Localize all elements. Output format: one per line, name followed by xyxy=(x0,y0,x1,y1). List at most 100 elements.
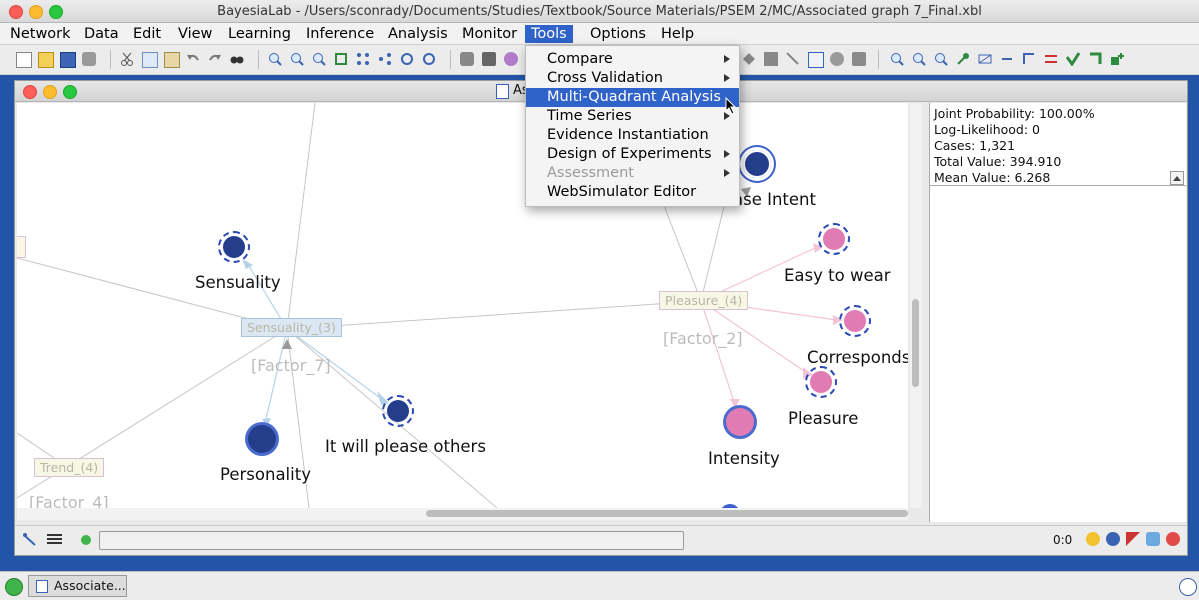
vertical-scroll-thumb[interactable] xyxy=(912,299,919,387)
graph-horizontal-scrollbar[interactable] xyxy=(17,508,908,520)
menu-item-websimulator-editor[interactable]: WebSimulator Editor xyxy=(526,183,739,202)
node-it-will-please-others[interactable] xyxy=(382,395,414,427)
fit-to-window-icon[interactable] xyxy=(334,52,348,66)
menu-learning[interactable]: Learning xyxy=(228,26,291,42)
zoom-graph-window-button[interactable] xyxy=(63,85,77,99)
node-purchase-intent[interactable] xyxy=(740,147,774,181)
hide-icon[interactable] xyxy=(978,52,992,66)
menu-edit[interactable]: Edit xyxy=(133,26,162,42)
redo-icon[interactable] xyxy=(208,52,222,66)
menu-item-design-of-experiments[interactable]: Design of Experiments xyxy=(526,145,739,164)
info-icon[interactable] xyxy=(1179,578,1197,596)
info-panel: Joint Probability: 100.00% Log-Likelihoo… xyxy=(929,103,1186,522)
zoom-fit-icon[interactable] xyxy=(934,52,948,66)
menu-item-label: Design of Experiments xyxy=(547,146,712,162)
zoom-in-2-icon[interactable] xyxy=(890,52,904,66)
copy-icon[interactable] xyxy=(142,52,158,68)
diamond-node-icon[interactable] xyxy=(742,52,756,66)
cut-icon[interactable] xyxy=(120,52,134,66)
print-icon[interactable] xyxy=(82,52,96,66)
close-window-button[interactable] xyxy=(9,5,23,19)
menu-item-compare[interactable]: Compare xyxy=(526,50,739,69)
warning-icon[interactable] xyxy=(1086,532,1100,546)
menu-data[interactable]: Data xyxy=(84,26,119,42)
menu-help[interactable]: Help xyxy=(661,26,695,42)
node-personality[interactable] xyxy=(245,422,279,456)
status-ok-icon[interactable] xyxy=(5,578,23,596)
window-title-bar: BayesiaLab - /Users/sconrady/Documents/S… xyxy=(0,0,1199,23)
stop-icon[interactable] xyxy=(830,52,844,66)
node-sensuality[interactable] xyxy=(218,231,250,263)
arc-icon[interactable] xyxy=(786,52,800,66)
tools-icon[interactable] xyxy=(1126,532,1140,546)
node-pleasure[interactable] xyxy=(805,366,837,398)
distribute-icon[interactable] xyxy=(378,52,392,66)
swap-arrows-icon[interactable] xyxy=(1044,52,1058,66)
collapse-panel-button[interactable] xyxy=(1170,171,1184,185)
dock-item-associated-graph[interactable]: Associate... xyxy=(28,575,127,597)
network-icon[interactable] xyxy=(1106,532,1120,546)
rotate-right-icon[interactable] xyxy=(422,52,436,66)
graph-vertical-scrollbar[interactable] xyxy=(910,103,922,508)
corner-icon[interactable] xyxy=(1088,52,1102,66)
save-icon[interactable] xyxy=(60,52,76,68)
square-node-icon[interactable] xyxy=(764,52,778,66)
zoom-window-button[interactable] xyxy=(49,5,63,19)
factor-box-offscreen[interactable] xyxy=(17,236,26,258)
node-icon[interactable] xyxy=(504,52,518,66)
horizontal-scroll-thumb[interactable] xyxy=(426,510,908,517)
menu-item-multi-quadrant-analysis[interactable]: Multi-Quadrant Analysis xyxy=(526,88,739,107)
zoom-out-2-icon[interactable] xyxy=(912,52,926,66)
close-graph-window-button[interactable] xyxy=(23,85,37,99)
connect-icon[interactable] xyxy=(1022,52,1036,66)
list-mode-icon[interactable] xyxy=(46,532,64,551)
delete-icon[interactable] xyxy=(852,52,866,66)
node-label-pleasure: Pleasure xyxy=(788,409,859,428)
menu-view[interactable]: View xyxy=(178,26,213,42)
factor-box-sensuality[interactable]: Sensuality_(3) xyxy=(241,318,342,337)
check-icon[interactable] xyxy=(1065,52,1081,67)
graph-canvas[interactable]: Sensuality_(3) [Factor_7] Pleasure_(4) [… xyxy=(17,103,908,508)
menu-tools[interactable]: Tools xyxy=(525,25,573,43)
database-icon[interactable] xyxy=(1146,532,1160,546)
add-node-icon[interactable] xyxy=(1110,52,1124,66)
node-label-corresponds: Corresponds xyxy=(807,348,908,367)
node-corresponds[interactable] xyxy=(839,305,871,337)
node-intensity[interactable] xyxy=(723,405,757,439)
node-easy-to-wear[interactable] xyxy=(818,223,850,255)
factor-box-pleasure[interactable]: Pleasure_(4) xyxy=(659,291,749,310)
terminal-icon[interactable] xyxy=(482,52,496,66)
minimize-window-button[interactable] xyxy=(29,5,43,19)
pin-icon[interactable] xyxy=(956,52,970,66)
menu-item-cross-validation[interactable]: Cross Validation xyxy=(526,69,739,88)
note-icon[interactable] xyxy=(808,52,824,68)
paste-icon[interactable] xyxy=(164,52,180,68)
submenu-arrow-icon xyxy=(724,74,730,82)
menu-item-label: Evidence Instantiation xyxy=(547,127,709,143)
menu-item-label: Multi-Quadrant Analysis xyxy=(547,89,721,105)
menu-monitor[interactable]: Monitor xyxy=(462,26,518,42)
layout-icon[interactable] xyxy=(356,52,370,66)
undo-icon[interactable] xyxy=(186,52,200,66)
menu-inference[interactable]: Inference xyxy=(306,26,375,42)
zoom-default-icon[interactable] xyxy=(312,52,326,66)
find-icon[interactable] xyxy=(230,52,244,66)
menu-item-time-series[interactable]: Time Series xyxy=(526,107,739,126)
link-icon[interactable] xyxy=(1000,52,1014,66)
rotate-left-icon[interactable] xyxy=(400,52,414,66)
disabled-icon[interactable] xyxy=(1166,532,1180,546)
arc-mode-icon[interactable] xyxy=(22,532,38,551)
new-file-icon[interactable] xyxy=(16,52,32,68)
monitor-icon[interactable] xyxy=(460,52,474,66)
open-folder-icon[interactable] xyxy=(38,52,54,68)
zoom-out-icon[interactable] xyxy=(290,52,304,66)
zoom-in-icon[interactable] xyxy=(268,52,282,66)
node-partial-bottom[interactable] xyxy=(720,504,740,508)
document-icon xyxy=(496,84,509,99)
minimize-graph-window-button[interactable] xyxy=(43,85,57,99)
menu-analysis[interactable]: Analysis xyxy=(388,26,448,42)
menu-options[interactable]: Options xyxy=(590,26,646,42)
factor-box-trend[interactable]: Trend_(4) xyxy=(34,458,105,477)
menu-item-evidence-instantiation[interactable]: Evidence Instantiation xyxy=(526,126,739,145)
menu-network[interactable]: Network xyxy=(10,26,71,42)
